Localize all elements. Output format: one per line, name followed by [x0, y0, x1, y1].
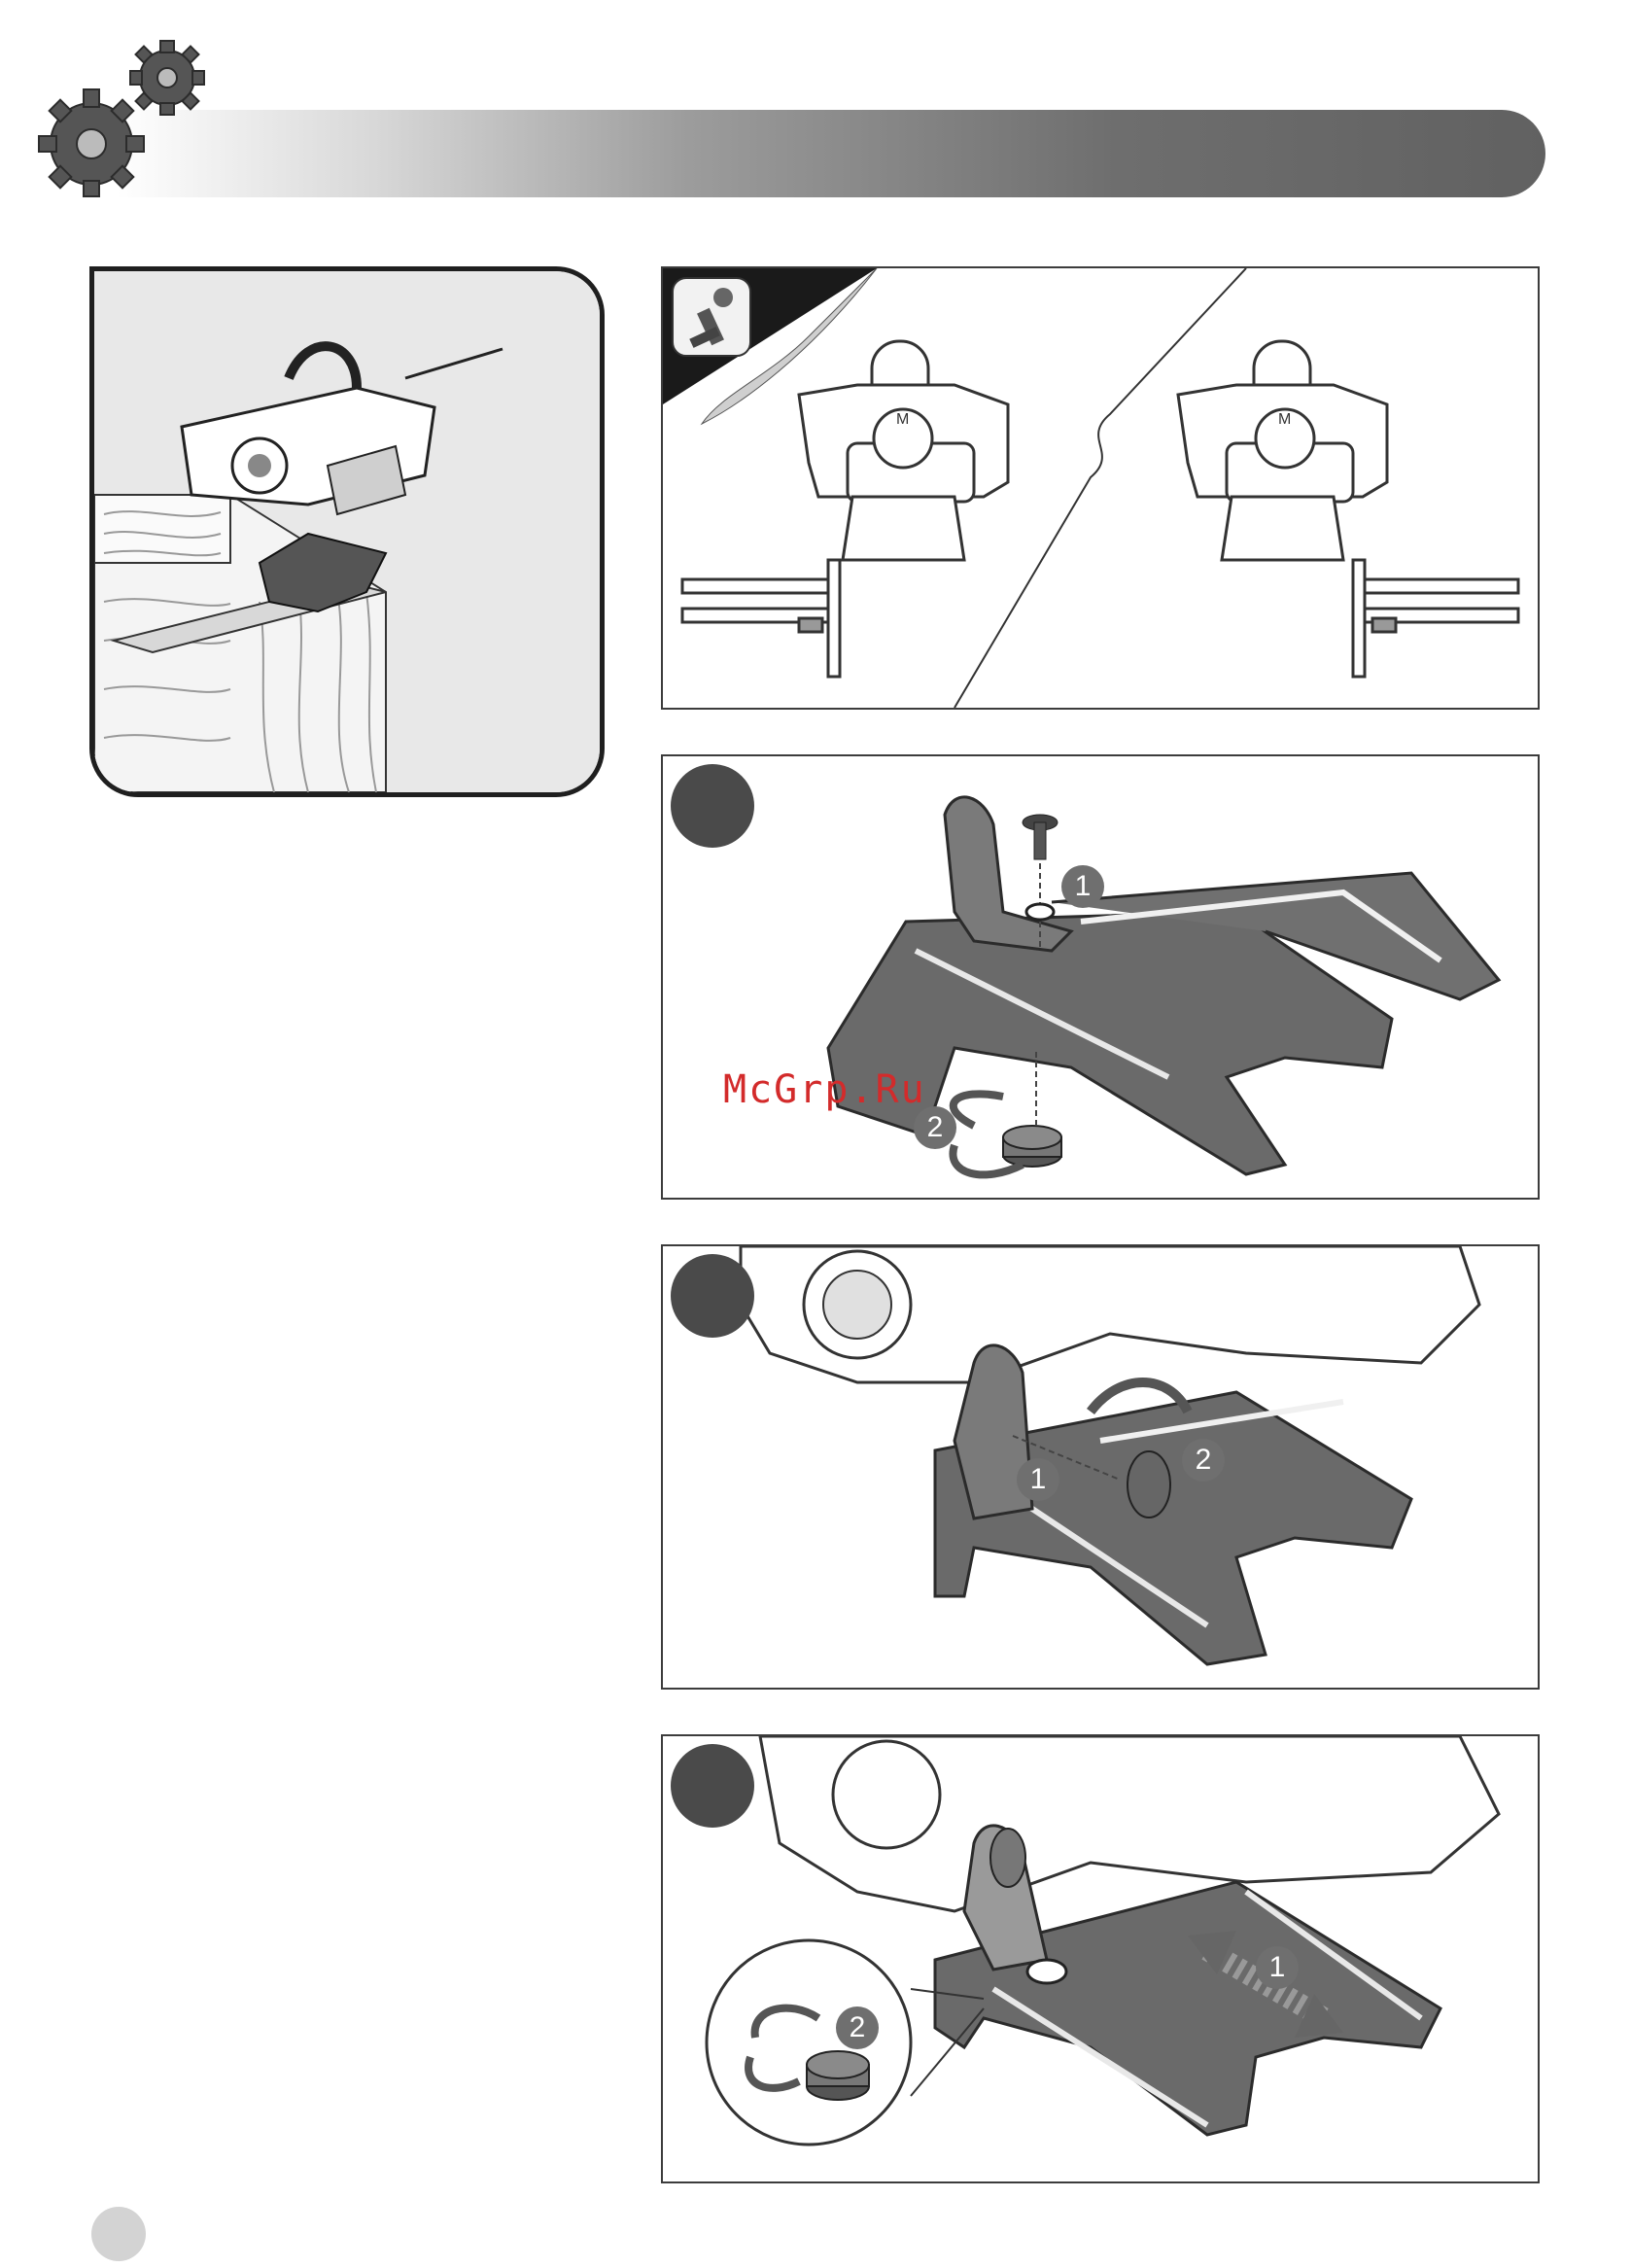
- step-2-panel: 1 2: [661, 1244, 1540, 1690]
- step-1-badge: [671, 764, 754, 848]
- step-3-badge: [671, 1744, 754, 1828]
- callout-2: 2: [1182, 1439, 1225, 1482]
- callout-1: 1: [1256, 1946, 1299, 1989]
- callout-2: 2: [836, 2006, 879, 2049]
- svg-text:M: M: [1278, 411, 1291, 428]
- header-bar: [117, 110, 1545, 197]
- callout-2: 2: [914, 1106, 956, 1149]
- step-3-panel: 1 2: [661, 1734, 1540, 2183]
- watermark: McGrp.Ru: [723, 1067, 926, 1112]
- callout-1: 1: [1017, 1458, 1059, 1501]
- planer-on-workbench-illustration: [89, 266, 605, 797]
- info-icon: [673, 278, 750, 356]
- gears-icon: [31, 29, 216, 199]
- callout-1: 1: [1061, 865, 1104, 908]
- step-1-panel: 1 2: [661, 754, 1540, 1200]
- step-2-badge: [671, 1254, 754, 1338]
- svg-text:M: M: [896, 411, 909, 428]
- page-number-marker: [91, 2207, 146, 2261]
- mounting-sides-panel: M M: [661, 266, 1540, 710]
